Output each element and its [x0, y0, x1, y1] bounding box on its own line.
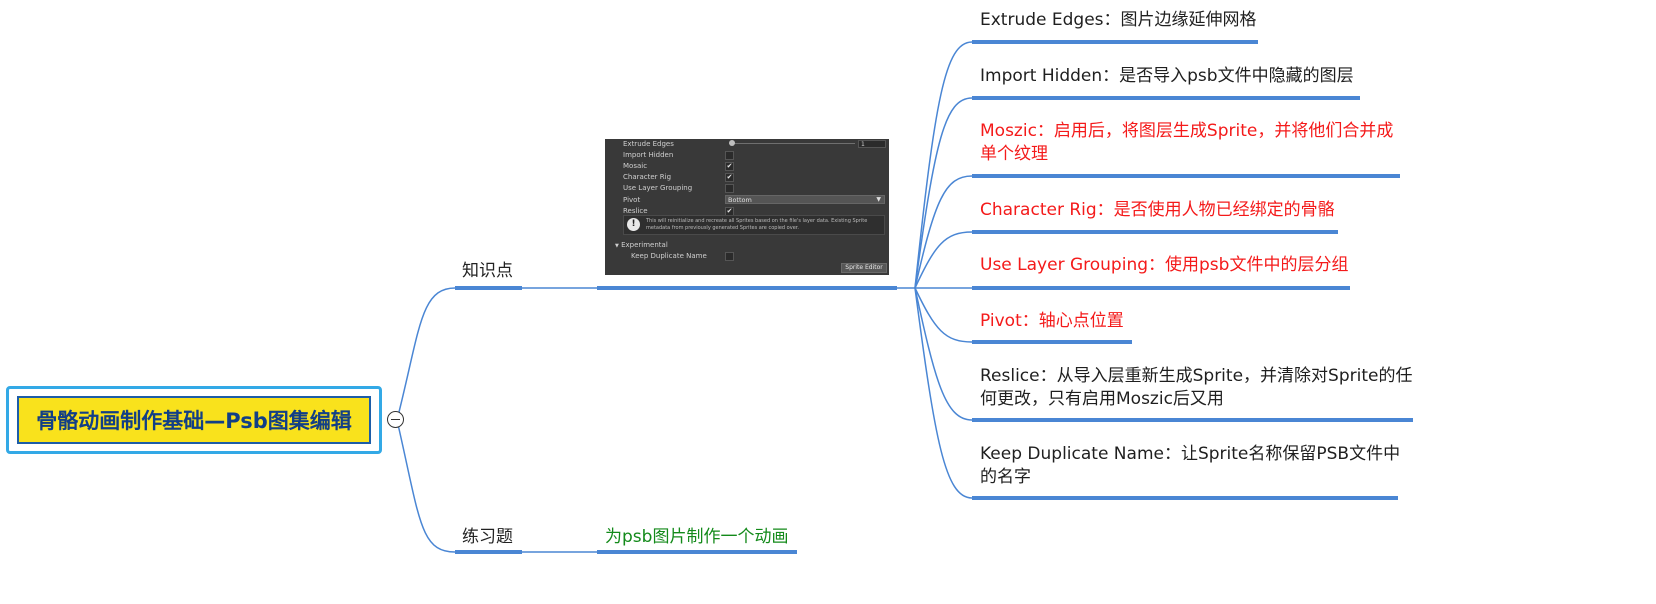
branch-knowledge[interactable]: 知识点: [462, 261, 513, 281]
collapse-toggle-icon[interactable]: [387, 411, 404, 428]
leaf-text-line2: 单个纹理: [980, 144, 1048, 164]
import-hidden-checkbox: [725, 151, 734, 160]
pivot-dropdown-value: Bottom: [728, 196, 752, 204]
keep-duplicate-checkbox: [725, 252, 734, 261]
info-text: This will reinitialize and recreate all …: [646, 218, 868, 231]
edge-leaf-7: [914, 287, 973, 421]
edge-leaf-1: [914, 41, 973, 289]
leaf-text: Keep Duplicate Name：让Sprite名称保留PSB文件中: [980, 444, 1401, 464]
leaf-extrude-edges[interactable]: Extrude Edges：图片边缘延伸网格: [980, 9, 1257, 32]
inspector-row-label: Mosaic: [623, 162, 648, 170]
experimental-section: ▼ Experimental: [615, 240, 668, 250]
experimental-label: Experimental: [621, 241, 668, 249]
edge-root-knowledge: [396, 287, 456, 421]
root-node-fill: 骨骼动画制作基础—Psb图集编辑: [17, 396, 371, 444]
edge-leaf-2: [914, 97, 973, 289]
leaf-reslice[interactable]: Reslice：从导入层重新生成Sprite，并清除对Sprite的任 何更改，…: [980, 365, 1412, 411]
leaf-text: Use Layer Grouping：使用psb文件中的层分组: [980, 255, 1349, 275]
character-rig-checkbox: ✔: [725, 173, 734, 182]
leaf-moszic[interactable]: Moszic：启用后，将图层生成Sprite，并将他们合并成 单个纹理: [980, 120, 1393, 166]
edge-leaf-3: [914, 175, 973, 289]
leaf-pivot[interactable]: Pivot：轴心点位置: [980, 310, 1124, 333]
edge-leaf-8: [914, 287, 973, 499]
leaf-text-line2: 的名字: [980, 467, 1031, 487]
edge-leaf-4: [914, 231, 973, 289]
info-warning-icon: !: [627, 218, 640, 231]
keep-duplicate-label: Keep Duplicate Name: [631, 252, 707, 260]
leaf-text: Reslice：从导入层重新生成Sprite，并清除对Sprite的任: [980, 366, 1413, 386]
sprite-editor-button: Sprite Editor: [841, 263, 887, 273]
leaf-text: Extrude Edges：图片边缘延伸网格: [980, 10, 1257, 30]
inspector-panel-image: Extrude Edges 1 Import Hidden Mosaic ✔ C…: [605, 139, 889, 275]
edge-leaf-6: [914, 287, 973, 343]
mosaic-checkbox: ✔: [725, 162, 734, 171]
inspector-row-label: Pivot: [623, 196, 641, 204]
leaf-text-line2: 何更改，只有启用Moszic后又用: [980, 389, 1224, 409]
leaf-use-layer-grouping[interactable]: Use Layer Grouping：使用psb文件中的层分组: [980, 254, 1348, 277]
inspector-row-label: Import Hidden: [623, 151, 674, 159]
inspector-row-label: Reslice: [623, 207, 648, 215]
extrude-slider-knob: [729, 140, 735, 146]
edge-root-exercise: [396, 419, 456, 553]
extrude-slider-track: [729, 143, 855, 144]
root-title: 骨骼动画制作基础—Psb图集编辑: [36, 409, 352, 433]
leaf-text: Pivot：轴心点位置: [980, 311, 1124, 331]
root-node[interactable]: 骨骼动画制作基础—Psb图集编辑: [6, 386, 382, 454]
inspector-row-label: Extrude Edges: [623, 140, 674, 148]
extrude-value-field: 1: [858, 140, 886, 148]
exercise-item[interactable]: 为psb图片制作一个动画: [605, 527, 789, 547]
branch-exercise[interactable]: 练习题: [462, 527, 513, 547]
inspector-row-label: Character Rig: [623, 173, 672, 181]
foldout-arrow-icon: ▼: [615, 243, 619, 249]
leaf-text: Moszic：启用后，将图层生成Sprite，并将他们合并成: [980, 121, 1394, 141]
info-box: ! This will reinitialize and recreate al…: [623, 215, 885, 235]
leaf-keep-duplicate-name[interactable]: Keep Duplicate Name：让Sprite名称保留PSB文件中 的名…: [980, 443, 1400, 489]
layer-grouping-checkbox: [725, 184, 734, 193]
leaf-character-rig[interactable]: Character Rig：是否使用人物已经绑定的骨骼: [980, 199, 1335, 222]
inspector-row-label: Use Layer Grouping: [623, 184, 693, 192]
leaf-import-hidden[interactable]: Import Hidden：是否导入psb文件中隐藏的图层: [980, 65, 1354, 88]
leaf-text: Character Rig：是否使用人物已经绑定的骨骼: [980, 200, 1335, 220]
pivot-dropdown: Bottom ▼: [725, 195, 885, 204]
leaf-text: Import Hidden：是否导入psb文件中隐藏的图层: [980, 66, 1354, 86]
dropdown-arrow-icon: ▼: [876, 196, 881, 203]
